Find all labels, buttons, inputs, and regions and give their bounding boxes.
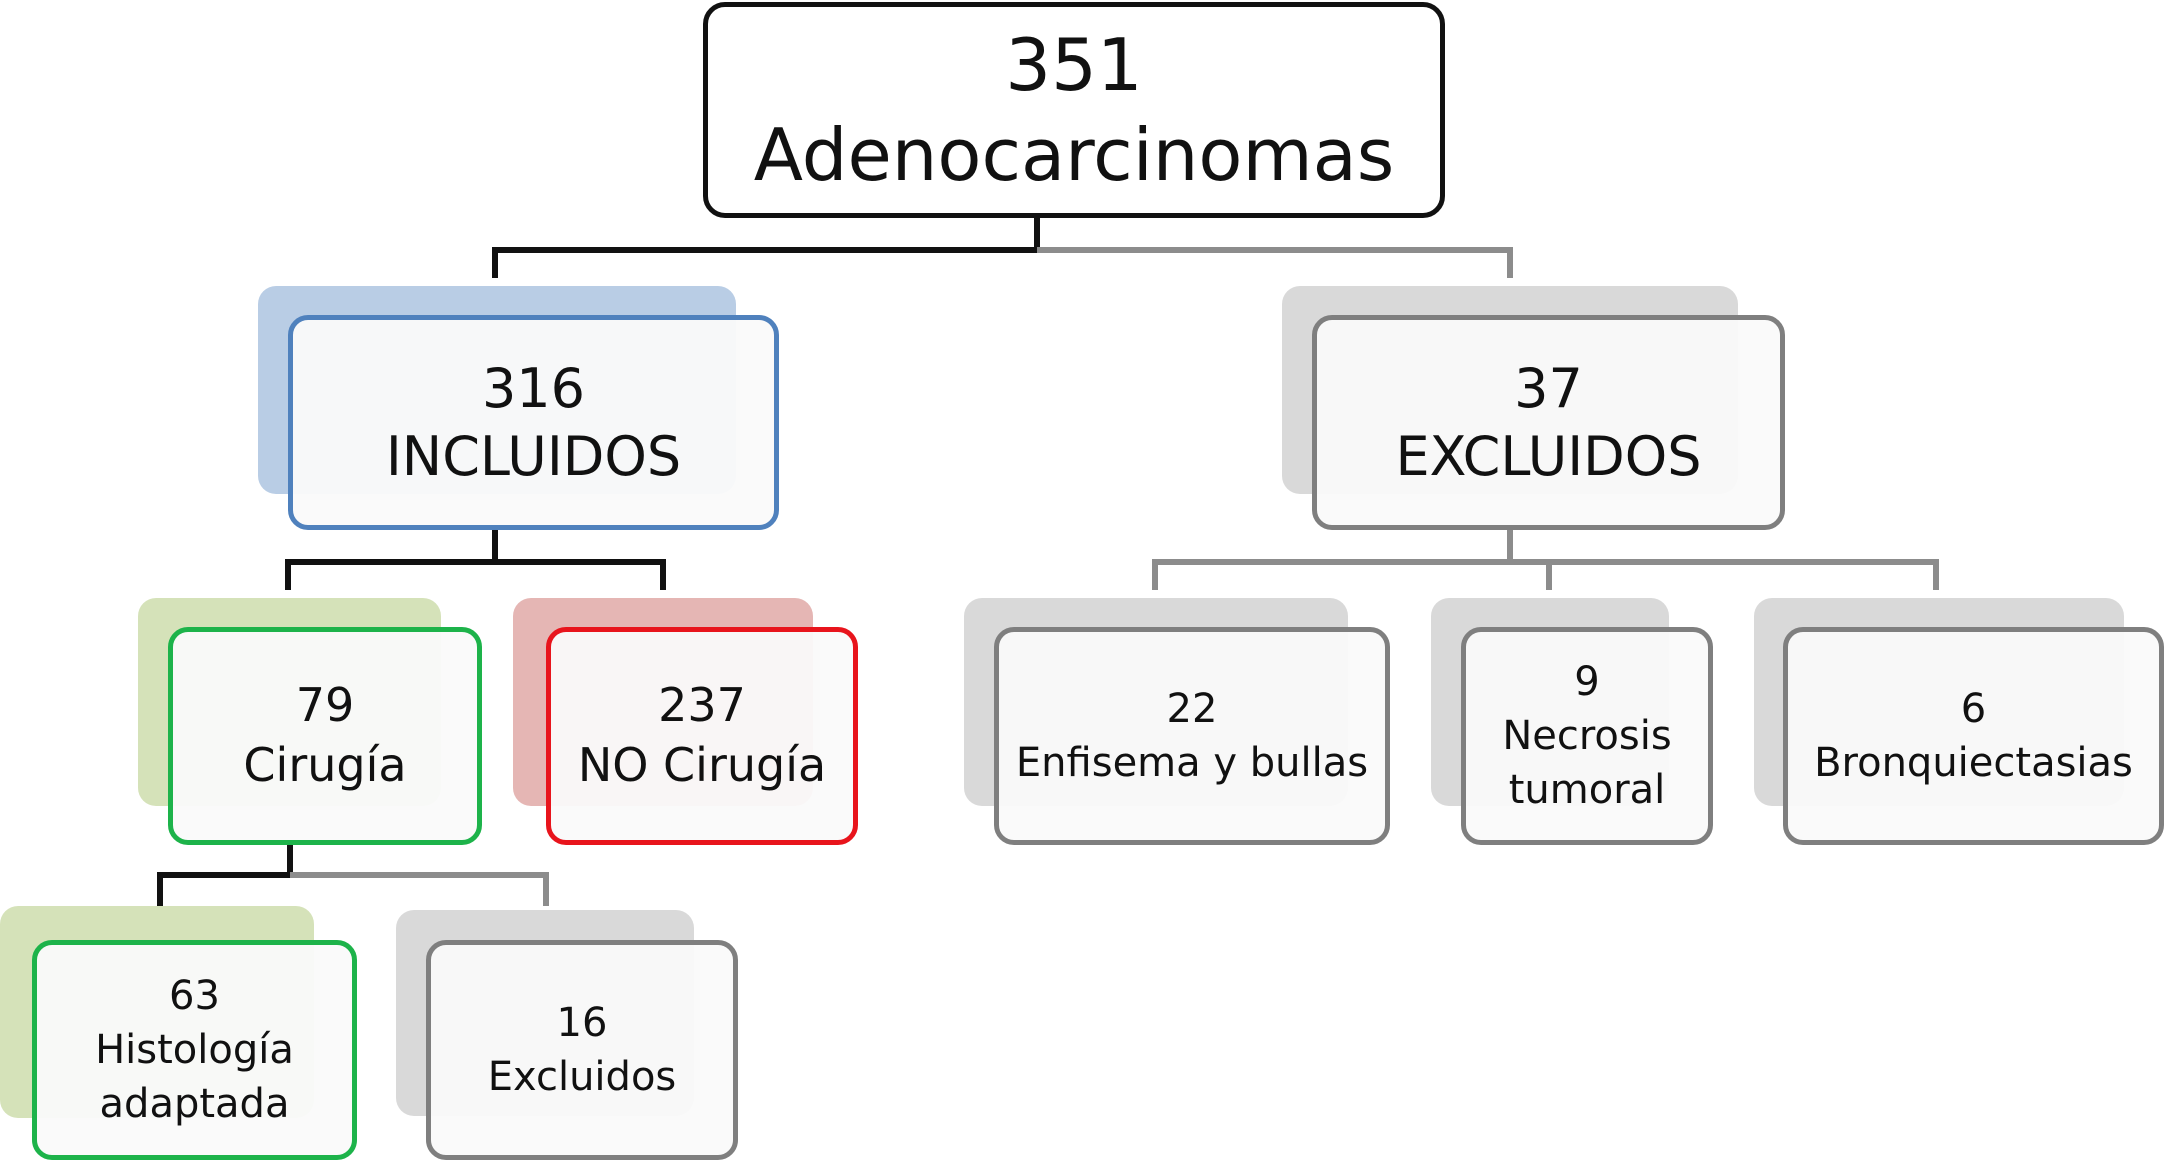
incluidos-count: 316 (481, 357, 586, 420)
excluidos-cirugia-label: Excluidos (487, 1054, 677, 1100)
connector-root-excluidos (1037, 247, 1513, 278)
no-cirugia-node: 237 NO Cirugía (546, 627, 858, 845)
excluidos-cirugia-node: 16 Excluidos (426, 940, 738, 1160)
cirugia-label: Cirugía (243, 738, 407, 792)
connector-cirugia-histologia (157, 845, 293, 906)
root-label: Adenocarcinomas (753, 113, 1395, 197)
enfisema-label: Enfisema y bullas (1015, 740, 1369, 786)
excluidos-count: 37 (1514, 357, 1583, 420)
enfisema-node: 22 Enfisema y bullas (994, 627, 1390, 845)
bronquiectasias-node: 6 Bronquiectasias (1783, 627, 2164, 845)
cirugia-count: 79 (295, 678, 355, 733)
bronquiectasias-label: Bronquiectasias (1814, 740, 2133, 786)
excluidos-node: 37 EXCLUIDOS (1312, 315, 1785, 530)
enfisema-count: 22 (1166, 686, 1218, 732)
bronquiectasias-count: 6 (1960, 686, 1987, 732)
connector-incluidos-children (285, 559, 666, 590)
incluidos-node: 316 INCLUIDOS (288, 315, 779, 530)
histologia-count: 63 (169, 973, 220, 1019)
necrosis-label-line2: tumoral (1508, 767, 1666, 813)
cirugia-node: 79 Cirugía (168, 627, 482, 845)
connector-excluidos-children (1152, 559, 1939, 590)
necrosis-label-line1: Necrosis (1502, 713, 1672, 759)
histologia-label-line2: adaptada (99, 1081, 290, 1127)
no-cirugia-label: NO Cirugía (577, 738, 827, 792)
no-cirugia-count: 237 (658, 678, 746, 733)
excluidos-label: EXCLUIDOS (1395, 424, 1702, 488)
excluidos-cirugia-count: 16 (556, 1000, 608, 1046)
histologia-label-line1: Histología (95, 1027, 294, 1073)
connector-root-incluidos (492, 218, 1040, 278)
root-count: 351 (1005, 23, 1143, 107)
necrosis-node: 9 Necrosis tumoral (1461, 627, 1713, 845)
connector-cirugia-excluidos (290, 872, 549, 906)
incluidos-label: INCLUIDOS (385, 424, 682, 488)
root-node: 351 Adenocarcinomas (703, 2, 1445, 218)
necrosis-count: 9 (1574, 659, 1600, 705)
histologia-node: 63 Histología adaptada (32, 940, 357, 1160)
